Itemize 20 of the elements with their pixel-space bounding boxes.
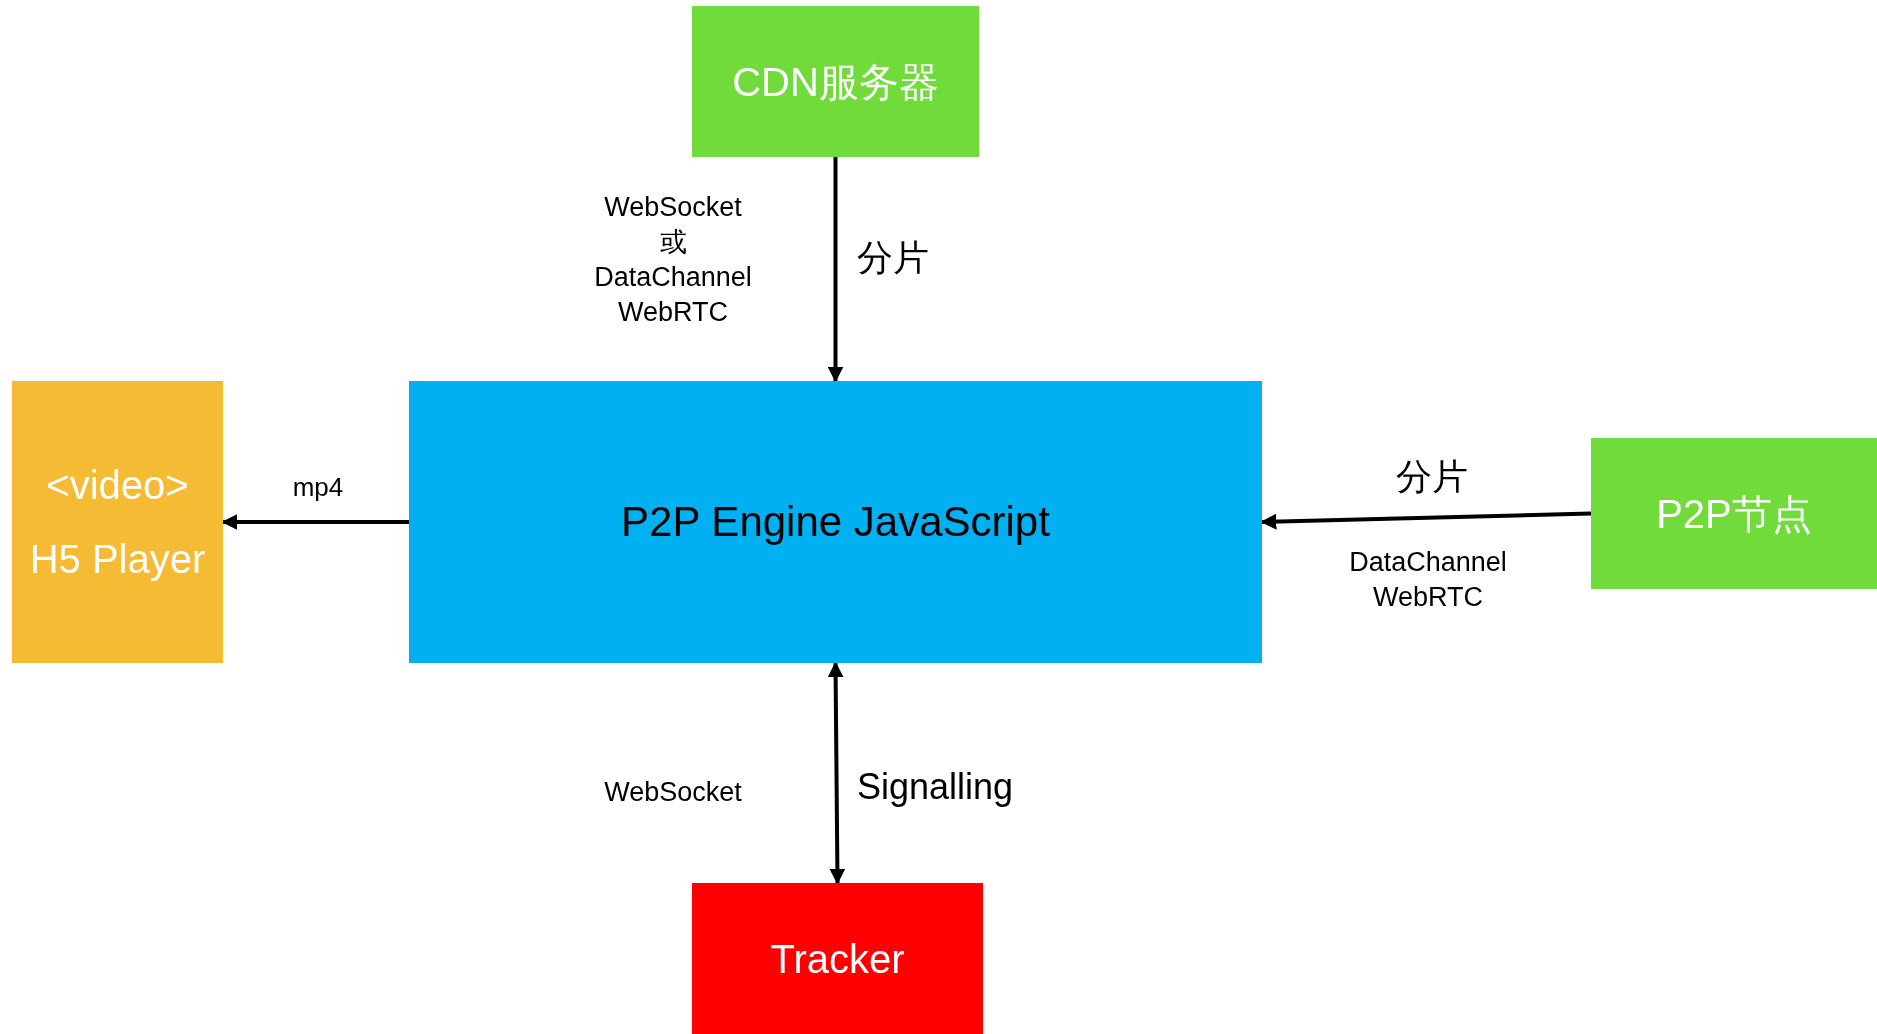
tracker-box <box>692 883 983 1034</box>
node-label: H5 Player <box>28 536 207 583</box>
arrow <box>827 157 844 383</box>
player-box <box>12 381 223 663</box>
protocol-label: WebSocket 或 DataChannel WebRTC <box>594 191 752 329</box>
node-label: P2P Engine JavaScript <box>620 496 1051 547</box>
edge-label: 分片 <box>857 240 929 276</box>
node-label: CDN服务器 <box>731 58 940 106</box>
server-box <box>692 6 979 157</box>
node-label: P2P节点 <box>1655 490 1813 538</box>
protocol-label: WebSocket <box>604 776 742 809</box>
arrow <box>827 661 846 885</box>
protocol-label: DataChannel WebRTC <box>1349 546 1507 614</box>
edge-label: 分片 <box>1396 459 1468 495</box>
edge-label: Signalling <box>857 769 1014 805</box>
engine-box <box>409 381 1262 663</box>
node-label: <video> <box>45 462 190 509</box>
edge-label: mp4 <box>292 474 344 500</box>
peer-box <box>1591 438 1877 589</box>
node-label: Tracker <box>769 935 906 983</box>
